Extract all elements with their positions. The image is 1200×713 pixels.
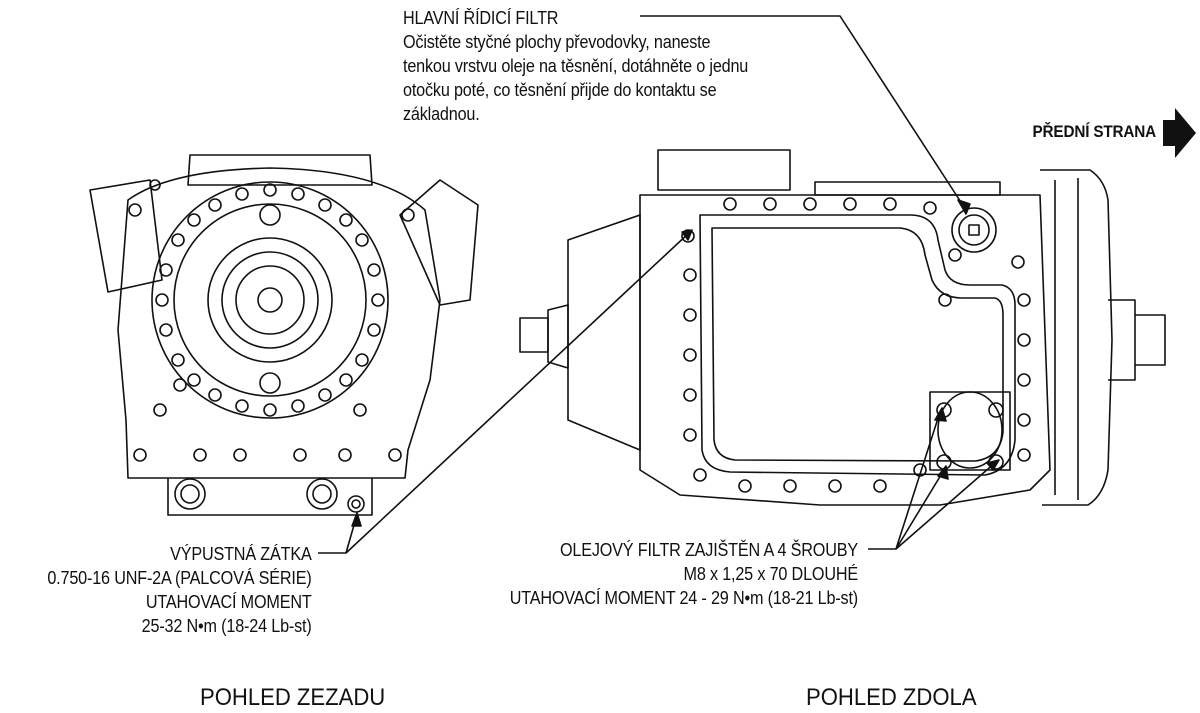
drain-plug-callout: VÝPUSTNÁ ZÁTKA 0.750-16 UNF-2A (PALCOVÁ …	[48, 542, 312, 638]
drain-plug-line-1: VÝPUSTNÁ ZÁTKA	[170, 544, 312, 564]
front-side-label: PŘEDNÍ STRANA	[1032, 122, 1157, 141]
drain-plug-line-3: UTAHOVACÍ MOMENT	[146, 592, 312, 612]
rear-lower-bolts	[128, 179, 415, 462]
drain-plug	[347, 495, 365, 513]
rear-view-title: POHLED ZEZADU	[200, 684, 386, 711]
main-filter-line-3: otočku poté, co těsnění přijde do kontak…	[403, 80, 717, 100]
rear-port-right	[306, 478, 338, 510]
bottom-view-title: POHLED ZDOLA	[806, 684, 977, 711]
main-filter-leader	[640, 15, 967, 211]
rear-bolt-ring	[155, 183, 385, 417]
rear-flange-outer	[151, 181, 389, 419]
bottom-top-boss	[657, 149, 791, 191]
rear-top-block	[187, 154, 373, 186]
oil-filter-line-3: UTAHOVACÍ MOMENT 24 - 29 N•m (18-21 Lb-s…	[509, 588, 858, 608]
oil-filter-callout: OLEJOVÝ FILTR ZAJIŠTĚN A 4 ŠROUBY M8 x 1…	[510, 538, 858, 610]
main-filter-line-1: Očistěte styčné plochy převodovky, nanes…	[403, 32, 711, 52]
rear-left-ear	[89, 179, 163, 293]
main-filter-line-2: tenkou vrstvu oleje na těsnění, dotáhnět…	[403, 56, 749, 76]
bottom-view-drawing	[519, 149, 1166, 506]
bottom-main-housing	[639, 194, 1051, 506]
main-filter-title: HLAVNÍ ŘÍDICÍ FILTR	[403, 8, 559, 28]
drain-plug-line-4: 25-32 N•m (18-24 Lb-st)	[142, 616, 312, 636]
oil-filter-line-1: OLEJOVÝ FILTR ZAJIŠTĚN A 4 ŠROUBY	[559, 540, 858, 560]
drain-to-filter-leader	[345, 231, 691, 554]
main-filter-callout: HLAVNÍ ŘÍDICÍ FILTR Očistěte styčné ploc…	[403, 6, 748, 126]
oil-filter-line-2: M8 x 1,25 x 70 DLOUHÉ	[683, 564, 858, 584]
oil-filter-leader	[868, 411, 997, 550]
rear-port-left	[174, 478, 206, 510]
main-filter-line-4: základnou.	[403, 104, 480, 124]
rear-right-ear	[399, 179, 479, 306]
drain-plug-leader	[318, 517, 357, 554]
front-direction-arrow	[1163, 108, 1196, 158]
main-control-filter	[951, 207, 997, 253]
drain-plug-line-2: 0.750-16 UNF-2A (PALCOVÁ SÉRIE)	[47, 568, 312, 588]
bottom-oil-pan	[699, 214, 1016, 476]
bottom-output-shaft	[519, 317, 549, 353]
bottom-bell-housing	[1040, 169, 1113, 506]
rear-main-housing	[117, 167, 441, 479]
rear-view-drawing	[89, 154, 479, 516]
rear-sump	[167, 478, 373, 516]
bottom-pan-bolts	[681, 197, 1031, 493]
